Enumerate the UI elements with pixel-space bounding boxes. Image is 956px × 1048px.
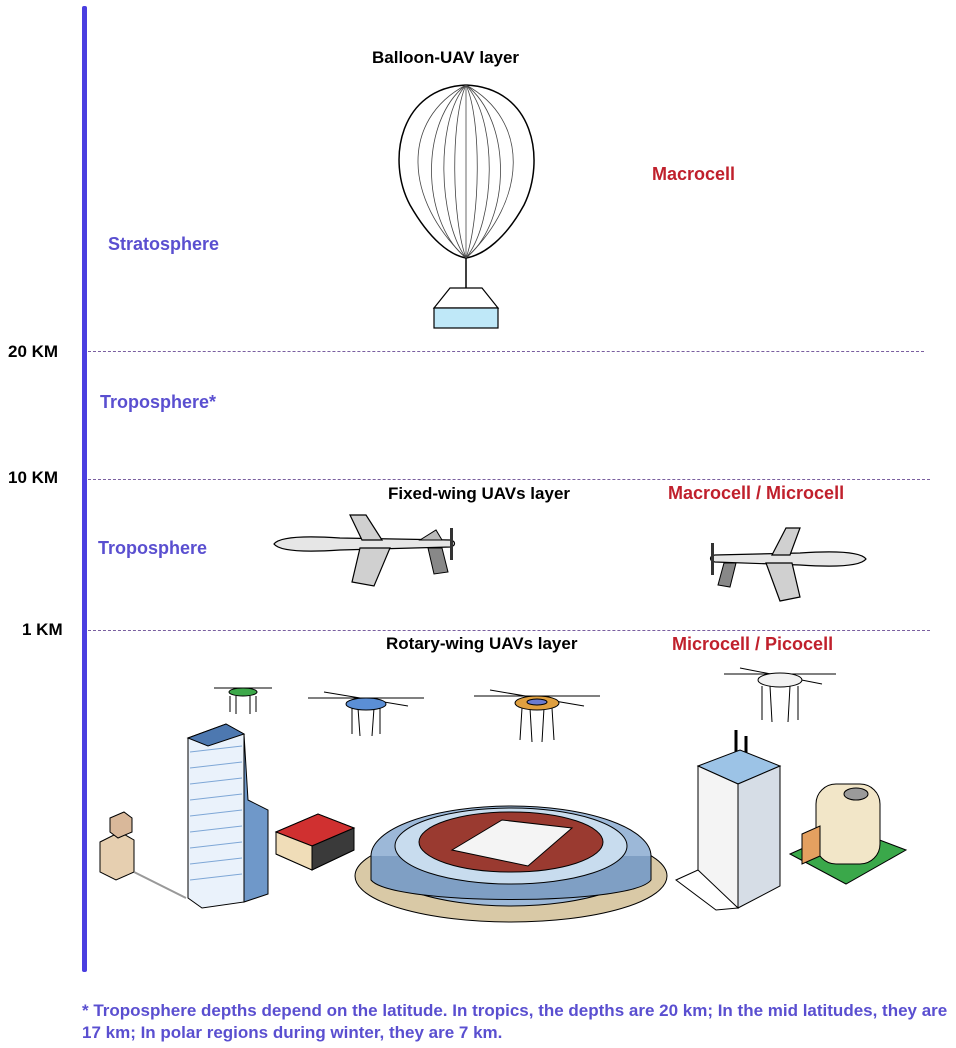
boundary-line-1km (88, 630, 930, 631)
office-tower-icon (675, 730, 782, 911)
small-house-icon (99, 811, 187, 899)
stadium-icon (354, 805, 668, 923)
cell-label-micro-pico: Microcell / Picocell (672, 634, 834, 654)
shop-building-icon (274, 813, 356, 871)
region-troposphere: Troposphere (98, 538, 208, 558)
altitude-axis (82, 6, 87, 972)
skyscraper-icon (186, 723, 269, 909)
layer-label-fixed-wing: Fixed-wing UAVs layer (388, 484, 571, 503)
fixed-wing-uav-icon-right (709, 527, 867, 602)
rotary-drone-icon-orange (474, 689, 600, 743)
boundary-line-20km (88, 351, 924, 352)
altitude-label-10km: 10 KM (8, 468, 59, 487)
layer-label-balloon: Balloon-UAV layer (372, 48, 520, 67)
region-stratosphere: Stratosphere (108, 234, 220, 254)
region-troposphere-star: Troposphere* (100, 392, 217, 412)
rotary-drone-icon-white (724, 667, 836, 723)
footnote: * Troposphere depths depend on the latit… (82, 1001, 948, 1042)
layer-label-rotary-wing: Rotary-wing UAVs layer (386, 634, 578, 653)
balloon-uav-icon (398, 84, 535, 329)
fixed-wing-uav-icon-left (273, 514, 456, 587)
rotary-drone-icon-blue (308, 691, 424, 737)
cell-label-macro-micro: Macrocell / Microcell (668, 483, 845, 503)
cell-label-macrocell: Macrocell (652, 164, 736, 184)
round-building-icon (788, 783, 908, 885)
boundary-line-10km (88, 479, 930, 480)
rotary-drone-icon-green (214, 687, 272, 714)
altitude-label-1km: 1 KM (22, 620, 63, 639)
altitude-label-20km: 20 KM (8, 342, 59, 361)
